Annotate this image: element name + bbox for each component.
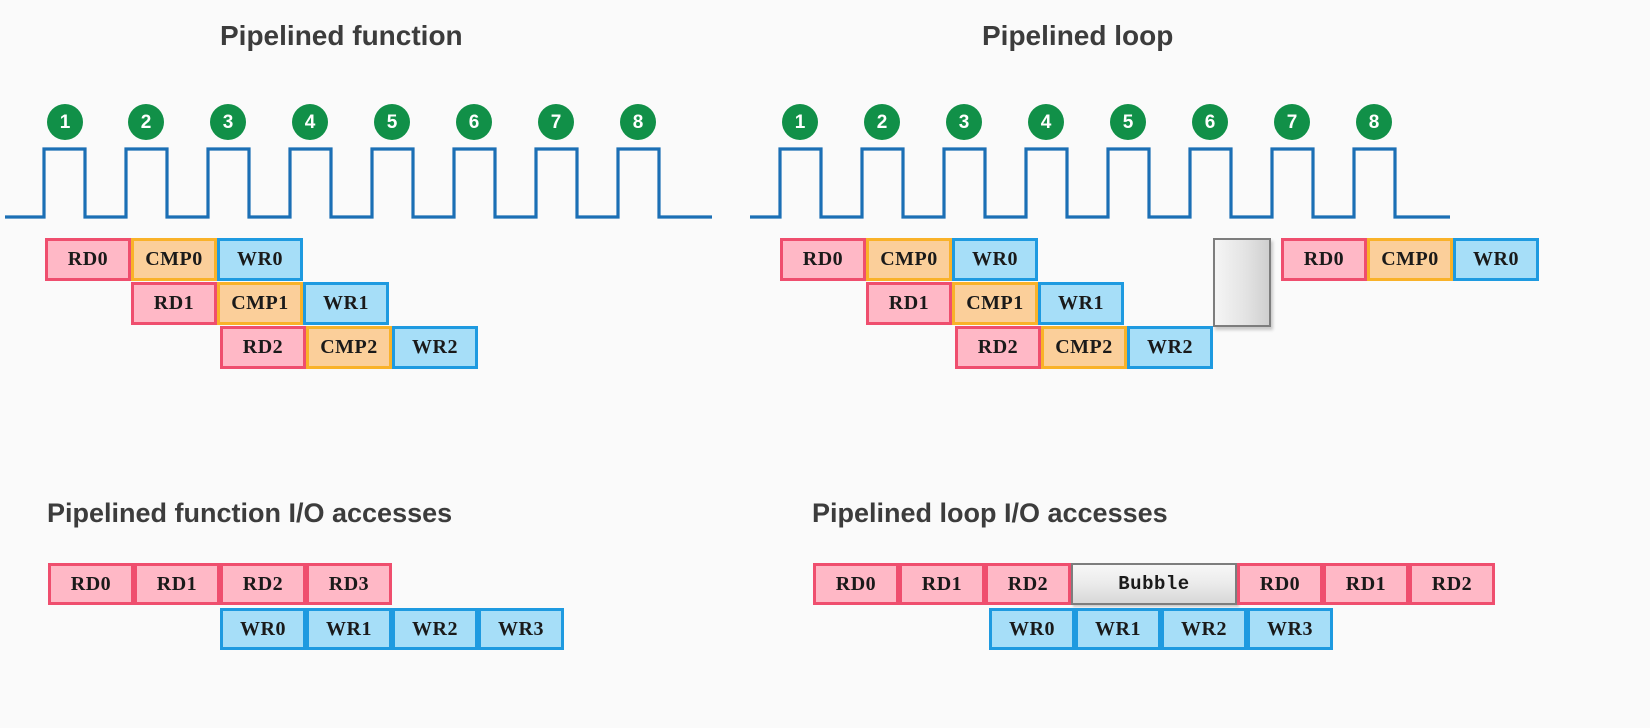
clock-badge-2: 2 [128,104,164,140]
loop-stage-box-cmp1: CMP1 [952,282,1038,325]
loop-clock-badge-1: 1 [782,104,818,140]
section-title-loop-io: Pipelined loop I/O accesses [812,498,1168,528]
loop-io-box-read-rd0-restart: RD0 [1237,563,1323,605]
clock-badge-3: 3 [210,104,246,140]
clock-badge-6: 6 [456,104,492,140]
loop-clock-badge-6: 6 [1192,104,1228,140]
pipeline-stall-bubble-block [1213,238,1271,327]
page-title-pipelined-function: Pipelined function [220,20,463,51]
loop-restart-stage-box-rd0: RD0 [1281,238,1367,281]
loop-clock-badge-3: 3 [946,104,982,140]
clock-badge-4: 4 [292,104,328,140]
clock-waveform-function-path [5,147,712,219]
stage-box-rd2: RD2 [220,326,306,369]
loop-clock-badge-2: 2 [864,104,900,140]
clock-badge-8: 8 [620,104,656,140]
loop-io-box-bubble: Bubble [1071,563,1237,605]
loop-io-box-read-rd2-restart: RD2 [1409,563,1495,605]
stage-box-wr0: WR0 [217,238,303,281]
io-box-write-wr1: WR1 [306,608,392,650]
loop-stage-box-cmp2: CMP2 [1041,326,1127,369]
loop-stage-box-rd2: RD2 [955,326,1041,369]
loop-io-box-write-wr2: WR2 [1161,608,1247,650]
stage-box-cmp1: CMP1 [217,282,303,325]
section-title-function-io: Pipelined function I/O accesses [47,498,453,528]
clock-waveform-loop-path [750,147,1450,219]
loop-io-box-read-rd0: RD0 [813,563,899,605]
loop-stage-box-rd0: RD0 [780,238,866,281]
io-box-write-wr0: WR0 [220,608,306,650]
loop-restart-stage-box-wr0: WR0 [1453,238,1539,281]
stage-box-rd0: RD0 [45,238,131,281]
page-title-pipelined-loop: Pipelined loop [982,20,1174,51]
io-box-read-rd2: RD2 [220,563,306,605]
loop-io-box-read-rd1: RD1 [899,563,985,605]
loop-restart-stage-box-cmp0: CMP0 [1367,238,1453,281]
loop-stage-box-rd1: RD1 [866,282,952,325]
stage-box-cmp2: CMP2 [306,326,392,369]
loop-io-box-write-wr0: WR0 [989,608,1075,650]
loop-io-box-write-wr1: WR1 [1075,608,1161,650]
loop-io-box-read-rd1-restart: RD1 [1323,563,1409,605]
io-box-read-rd0: RD0 [48,563,134,605]
clock-badge-1: 1 [47,104,83,140]
clock-badge-5: 5 [374,104,410,140]
clock-badge-7: 7 [538,104,574,140]
loop-io-box-write-wr3: WR3 [1247,608,1333,650]
loop-clock-badge-4: 4 [1028,104,1064,140]
loop-stage-box-wr2: WR2 [1127,326,1213,369]
loop-io-box-read-rd2: RD2 [985,563,1071,605]
loop-stage-box-wr1: WR1 [1038,282,1124,325]
stage-box-cmp0: CMP0 [131,238,217,281]
stage-box-wr2: WR2 [392,326,478,369]
loop-stage-box-wr0: WR0 [952,238,1038,281]
io-box-write-wr3: WR3 [478,608,564,650]
loop-stage-box-cmp0: CMP0 [866,238,952,281]
io-box-write-wr2: WR2 [392,608,478,650]
stage-box-wr1: WR1 [303,282,389,325]
io-box-read-rd1: RD1 [134,563,220,605]
stage-box-rd1: RD1 [131,282,217,325]
loop-clock-badge-5: 5 [1110,104,1146,140]
io-box-read-rd3: RD3 [306,563,392,605]
loop-clock-badge-7: 7 [1274,104,1310,140]
loop-clock-badge-8: 8 [1356,104,1392,140]
